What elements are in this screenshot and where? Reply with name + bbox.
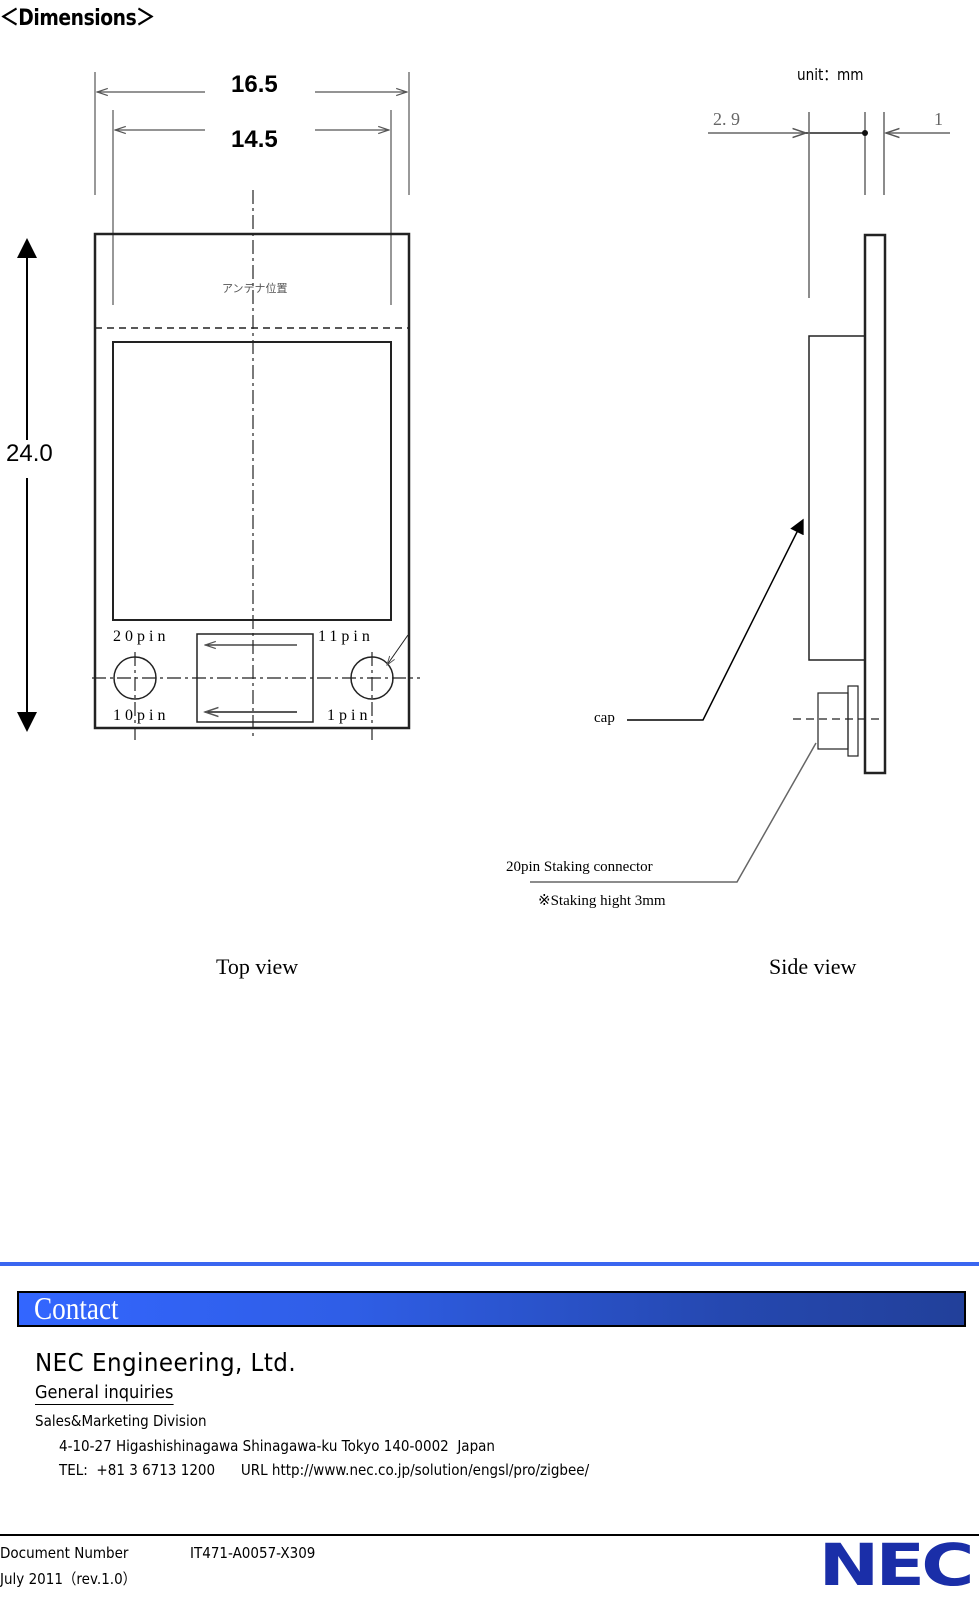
width-inner-dimension: 14.5 [231, 126, 278, 153]
general-inquiries-link[interactable]: General inquiries [35, 1382, 174, 1405]
pin20-label: 20pin [113, 628, 170, 645]
height-dimension: 24.0 [6, 440, 53, 468]
staking-note: ※Staking hight 3mm [538, 893, 666, 909]
pin10-label: 10pin [113, 707, 170, 724]
side-dim-right: 1 [934, 109, 943, 129]
antenna-position-label: アンテナ位置 [222, 283, 288, 295]
contact-header-bar [17, 1291, 966, 1327]
connector-label: 20pin Staking connector [506, 859, 653, 875]
footer-divider [0, 1534, 979, 1536]
width-outer-dimension: 16.5 [231, 71, 278, 98]
side-dim-left: 2. 9 [713, 109, 740, 129]
side-view-caption: Side view [769, 954, 857, 979]
page-heading: ＜Dimensions＞ [0, 6, 155, 31]
division: Sales&Marketing Division [35, 1412, 207, 1430]
pin11-label: 11pin [318, 628, 374, 645]
pin1-label: 1pin [327, 707, 372, 724]
doc-number: IT471-A0057-X309 [190, 1544, 316, 1562]
contact-title: Contact [34, 1290, 119, 1326]
tel-url: TEL: +81 3 6713 1200 URL http://www.nec.… [59, 1461, 590, 1479]
doc-date: July 2011（rev.1.0） [0, 1570, 137, 1588]
top-view-caption: Top view [216, 954, 299, 979]
address: 4-10-27 Higashishinagawa Shinagawa-ku To… [59, 1437, 495, 1455]
cap-label: cap [594, 710, 615, 726]
doc-number-label: Document Number [0, 1544, 129, 1562]
section-divider [0, 1262, 979, 1266]
unit-label: unit：mm [797, 65, 864, 84]
company-name: NEC Engineering, Ltd. [35, 1348, 297, 1377]
dimension-drawing [17, 72, 950, 883]
nec-logo: NEC [818, 1531, 975, 1599]
